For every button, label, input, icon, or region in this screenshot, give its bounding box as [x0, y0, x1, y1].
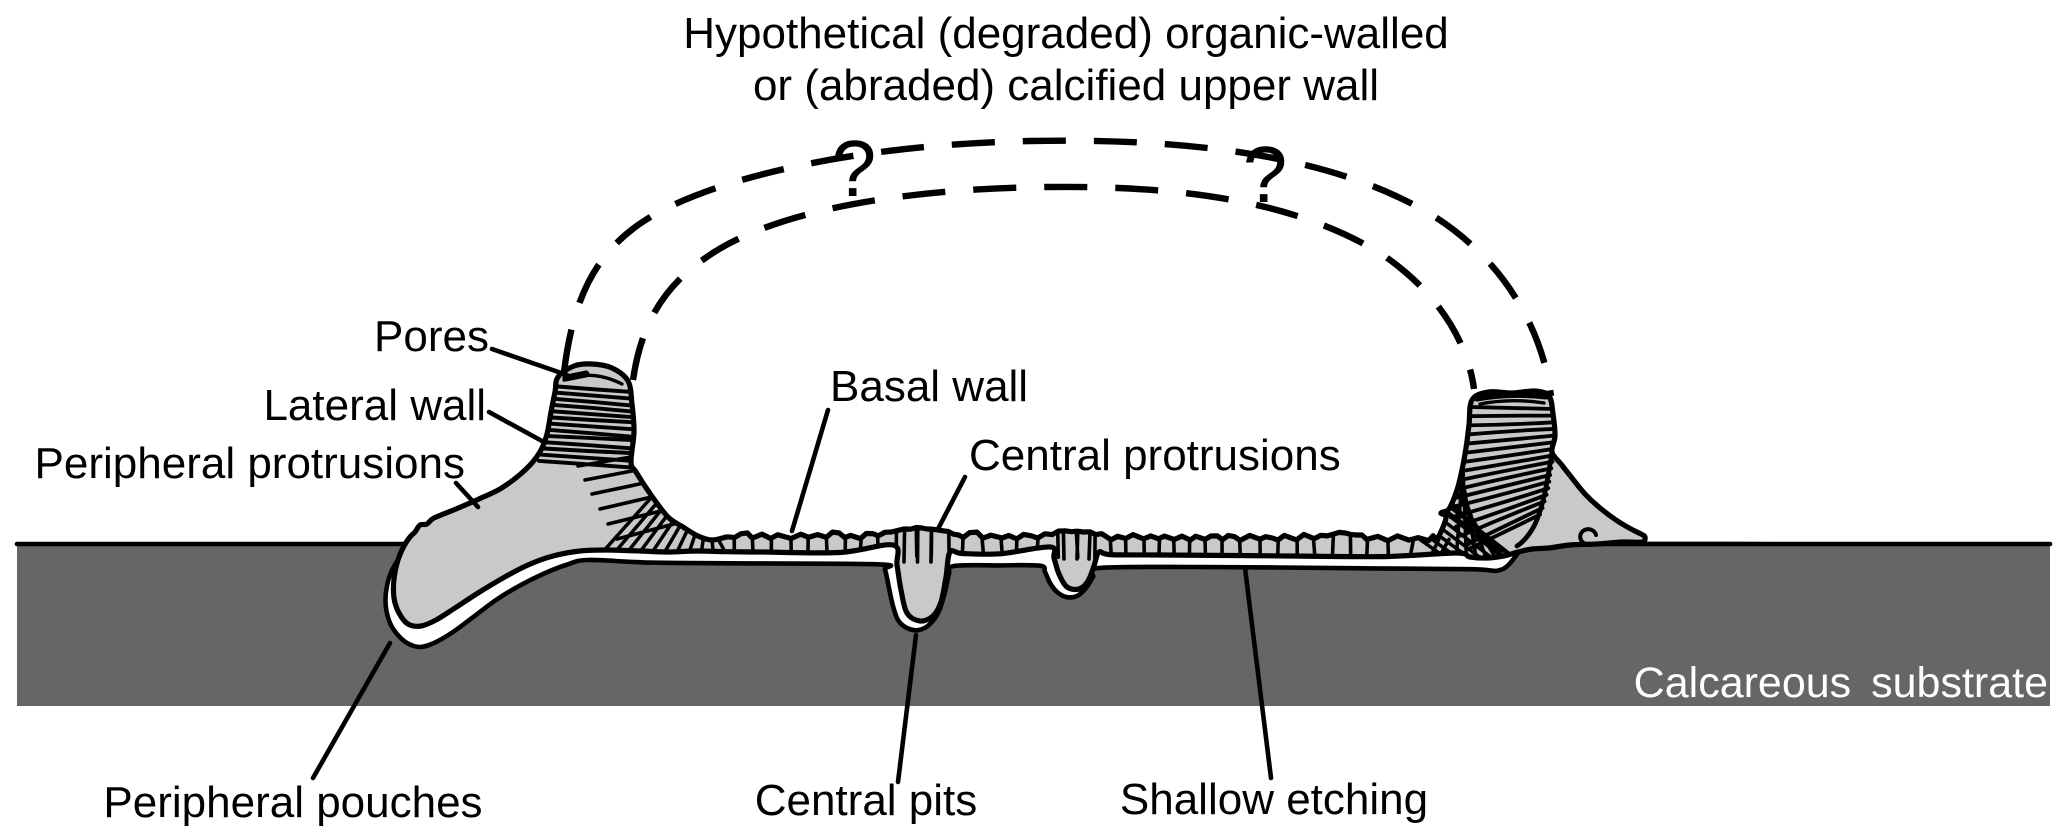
peripheral-pouches-leader	[310, 640, 393, 781]
title-line-1: Hypothetical (degraded) organic-walled	[683, 9, 1449, 58]
central-protrusions-label: Central protrusions	[969, 431, 1341, 480]
lateral-wall-leader	[486, 409, 545, 444]
pores-leader	[489, 346, 570, 378]
lateral-wall-label: Lateral wall	[263, 381, 486, 430]
central-pits-label: Central pits	[755, 776, 978, 825]
organism-hatching	[537, 384, 1559, 564]
left-fan-hatching	[600, 490, 728, 556]
right-column-rim-band	[1473, 390, 1550, 402]
peripheral-protrusions-leader	[453, 480, 481, 510]
left-column-lower-hatching	[576, 454, 676, 541]
peripheral-protrusions-label: Peripheral protrusions	[35, 439, 465, 488]
question-mark-left: ?	[832, 124, 877, 213]
left-column-rim-blob	[562, 370, 590, 382]
substrate-group	[14, 541, 2053, 706]
right-column-slope-divider	[1514, 449, 1555, 549]
right-column-rim-inner	[1478, 399, 1546, 406]
shallow-etching-leader	[1242, 565, 1274, 781]
figure-text: Hypothetical (degraded) organic-walled o…	[35, 9, 2048, 827]
organism-group	[390, 361, 1648, 629]
calcareous-substrate-label: Calcareous substrate	[1634, 659, 2048, 707]
shallow-etching-label: Shallow etching	[1120, 775, 1428, 824]
basal-wall-label: Basal wall	[830, 362, 1028, 411]
substrate-surface-line	[14, 541, 2053, 650]
left-lateral-wall-hatching	[537, 384, 635, 470]
central-pits-leader	[895, 632, 919, 785]
right-slope-curl	[1578, 527, 1598, 547]
upper-wall-inner-dashed-arc	[629, 183, 1478, 390]
basal-wall-hatching	[732, 525, 1451, 564]
title-line-2: or (abraded) calcified upper wall	[753, 61, 1379, 110]
peripheral-pouches-label: Peripheral pouches	[103, 778, 482, 827]
pores-label: Pores	[374, 312, 489, 361]
leader-lines	[310, 346, 1274, 785]
hypothetical-upper-wall-group	[560, 137, 1555, 397]
right-lateral-wall-hatching	[1445, 405, 1559, 551]
organism-body	[390, 361, 1648, 629]
question-mark-right: ?	[1243, 130, 1288, 219]
central-protrusions-leader	[935, 474, 968, 532]
basal-wall-leader	[789, 407, 831, 534]
upper-wall-outer-dashed-arc	[560, 137, 1555, 397]
